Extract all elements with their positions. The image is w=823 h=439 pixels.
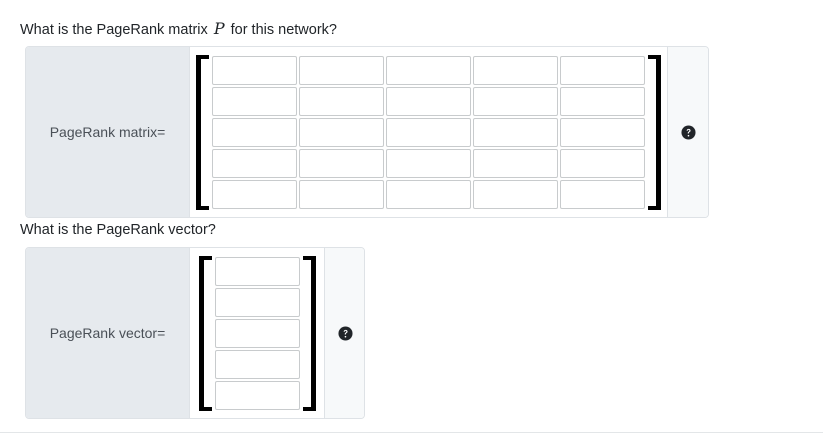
question-prompt-vector-before: What is the PageRank vector? — [20, 222, 216, 238]
matrix-cell-r2c1[interactable] — [212, 86, 297, 116]
matrix-cell-r3c3[interactable] — [386, 117, 471, 147]
matrix-cell-r4c1[interactable] — [212, 148, 297, 178]
matrix-cell-r2c5[interactable] — [560, 86, 645, 116]
matrix-cell-r5c2[interactable] — [299, 179, 384, 209]
matrix-cell-r1c4[interactable] — [473, 55, 558, 85]
matrix-row — [212, 117, 645, 147]
question-prompt-matrix-after: for this network? — [230, 22, 337, 38]
matrix-row — [212, 148, 645, 178]
question-prompt-matrix-before: What is the PageRank matrix — [20, 22, 208, 38]
answer-label-pane-matrix: PageRank matrix= — [26, 47, 190, 217]
answer-label-matrix: PageRank matrix= — [49, 124, 166, 140]
page-bottom-divider — [0, 432, 823, 433]
matrix-cell-r5c3[interactable] — [386, 179, 471, 209]
matrix-bracket-right-icon — [648, 54, 661, 210]
matrix-cell-r5c4[interactable] — [473, 179, 558, 209]
answer-label-vector: PageRank vector= — [49, 325, 166, 341]
matrix-cell-r3c4[interactable] — [473, 117, 558, 147]
vector-cell-r3[interactable] — [214, 318, 300, 348]
matrix-cell-r2c4[interactable] — [473, 86, 558, 116]
matrix-cell-r2c2[interactable] — [299, 86, 384, 116]
math-variable-p: P — [213, 19, 225, 38]
vector-cell-r1[interactable] — [214, 256, 300, 286]
vector-input-grid — [212, 256, 303, 411]
vector-row — [214, 349, 300, 379]
matrix-cell-r3c5[interactable] — [560, 117, 645, 147]
vector-entry-pane — [190, 248, 324, 418]
vector-cell-r4[interactable] — [214, 349, 300, 379]
question-prompt-vector: What is the PageRank vector? — [20, 221, 216, 239]
matrix-cell-r5c1[interactable] — [212, 179, 297, 209]
matrix-input-grid — [209, 55, 648, 210]
vector-row — [214, 287, 300, 317]
vector-help-pane — [324, 248, 364, 418]
matrix-cell-r1c2[interactable] — [299, 55, 384, 85]
vector-row — [214, 380, 300, 410]
matrix-bracket-left-icon — [196, 54, 209, 210]
answer-widget-vector: PageRank vector= — [25, 247, 365, 419]
matrix-cell-r1c1[interactable] — [212, 55, 297, 85]
matrix-cell-r4c2[interactable] — [299, 148, 384, 178]
matrix-cell-r5c5[interactable] — [560, 179, 645, 209]
vector-bracket-right-icon — [302, 255, 316, 411]
help-circle-icon[interactable] — [680, 124, 696, 140]
matrix-row — [212, 86, 645, 116]
answer-widget-matrix: PageRank matrix= — [25, 46, 709, 218]
vector-bracket-left-icon — [198, 255, 212, 411]
vector-row — [214, 256, 300, 286]
matrix-cell-r3c1[interactable] — [212, 117, 297, 147]
matrix-cell-r1c3[interactable] — [386, 55, 471, 85]
matrix-bracket-group — [196, 54, 661, 210]
matrix-help-pane — [667, 47, 708, 217]
matrix-row — [212, 179, 645, 209]
matrix-cell-r1c5[interactable] — [560, 55, 645, 85]
vector-cell-r5[interactable] — [214, 380, 300, 410]
matrix-entry-pane — [190, 47, 667, 217]
matrix-row — [212, 55, 645, 85]
matrix-cell-r3c2[interactable] — [299, 117, 384, 147]
matrix-cell-r4c5[interactable] — [560, 148, 645, 178]
vector-bracket-group — [198, 255, 316, 411]
matrix-cell-r2c3[interactable] — [386, 86, 471, 116]
answer-label-pane-vector: PageRank vector= — [26, 248, 190, 418]
question-prompt-matrix: What is the PageRank matrix P for this n… — [20, 20, 337, 39]
vector-row — [214, 318, 300, 348]
vector-cell-r2[interactable] — [214, 287, 300, 317]
help-circle-icon[interactable] — [337, 325, 353, 341]
matrix-cell-r4c4[interactable] — [473, 148, 558, 178]
matrix-cell-r4c3[interactable] — [386, 148, 471, 178]
